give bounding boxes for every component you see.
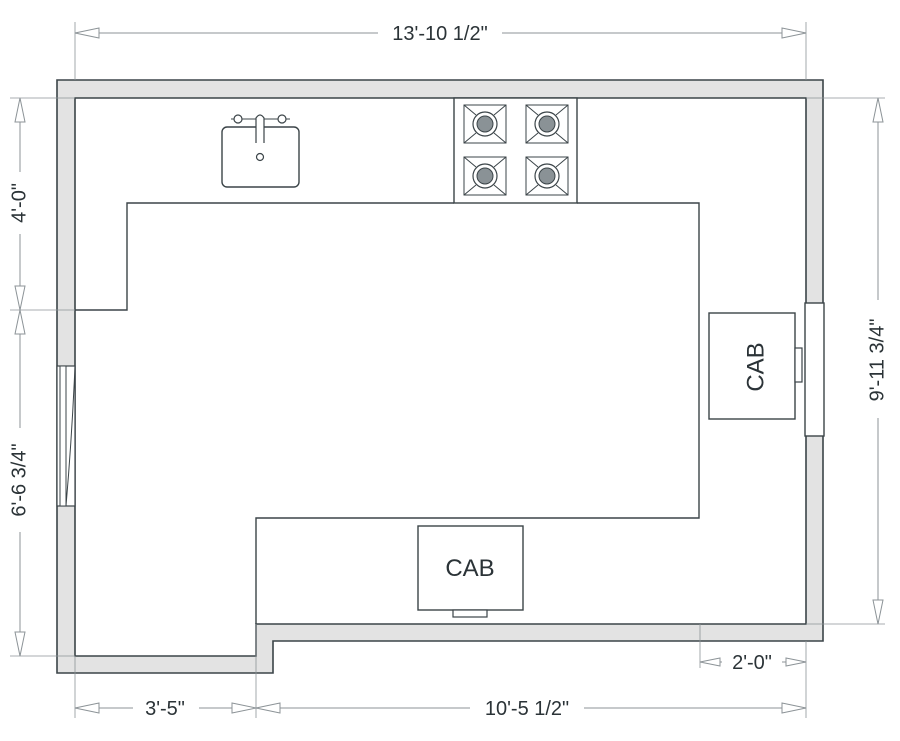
dimension-left-upper: 4'-0" [8,97,75,311]
cooktop-icon [453,97,578,204]
dimension-bottom-right-label: 10'-5 1/2" [485,698,569,720]
sink-icon [221,114,300,188]
dimension-right-label: 9'-11 3/4" [866,319,888,402]
dimension-bottom-left: 3'-5" [74,624,257,721]
burner-icon [463,104,507,144]
dimension-left-upper-label: 4'-0" [8,183,30,223]
dimension-bottom-small: 2'-0" [699,624,807,674]
dimension-top-label: 13'-10 1/2" [392,23,487,45]
door-icon [56,365,76,507]
cabinet-bottom: CAB [417,525,524,618]
dimension-top: 13'-10 1/2" [74,20,807,80]
dimension-left-lower: 6'-6 3/4" [8,309,75,657]
cabinet-bottom-label: CAB [445,555,494,582]
burner-icon [463,156,507,196]
dimension-right: 9'-11 3/4" [806,97,891,625]
dimension-bottom-left-label: 3'-5" [145,698,185,720]
cabinet-right: CAB [708,312,803,420]
countertop-outline [75,202,700,624]
dimension-bottom-right: 10'-5 1/2" [255,641,807,721]
burner-icon [525,156,569,196]
burner-icon [525,104,569,144]
dimension-left-lower-label: 6'-6 3/4" [8,443,30,516]
dimension-bottom-small-label: 2'-0" [732,652,772,674]
window-icon [804,302,825,437]
cabinet-right-label: CAB [742,342,769,391]
